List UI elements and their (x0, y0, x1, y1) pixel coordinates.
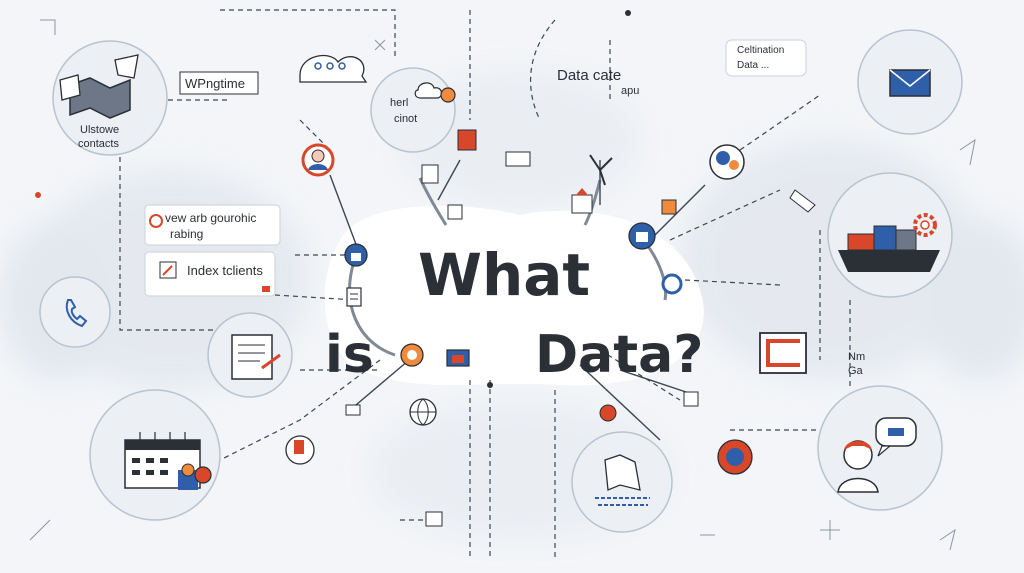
envelope-icon (889, 69, 931, 97)
envelope-bubble (857, 29, 963, 135)
document-icon (345, 129, 699, 527)
pencil-icon (789, 189, 816, 213)
view-card-label-1: vew arb gourohic (165, 211, 256, 225)
gear-icon (913, 213, 937, 237)
data-cate-label-1: Data cate (557, 67, 621, 84)
calendar-bubble (89, 389, 221, 521)
view-card-label-2: rabing (170, 227, 203, 241)
chat-icon (875, 417, 917, 457)
nm-label-1: Nm (848, 351, 865, 363)
user-avatar-icon (285, 435, 315, 465)
index-card: Index tclients (144, 251, 276, 297)
user-avatar-icon (301, 143, 335, 177)
idea-icon (440, 87, 456, 103)
sign-icon (400, 343, 424, 367)
document-icon (346, 287, 362, 307)
title-is: is (325, 325, 374, 385)
contacts-bubble: Ulstowe contacts (52, 40, 168, 156)
connector-lines (119, 9, 851, 560)
spoke-lines (329, 159, 706, 441)
globe-icon (599, 404, 753, 475)
herl-label-1: herl (390, 97, 408, 109)
writing-time-tag: WPngtime (179, 71, 259, 95)
nm-label-2: Ga (848, 365, 864, 377)
user-avatar-icon (178, 463, 212, 490)
celtination-sign: Celtination Data ... (725, 39, 807, 77)
map-bubble (571, 431, 673, 533)
data-cate-label-2: apu (621, 85, 639, 97)
laptop-icon (446, 349, 470, 367)
decorative-marks (29, 10, 976, 551)
cloud-badge (299, 54, 368, 83)
document-bubble (207, 312, 293, 398)
map-icon (59, 54, 139, 119)
lock-icon (344, 243, 368, 267)
user-avatar-icon (709, 144, 745, 180)
user-avatar-icon (837, 440, 879, 493)
gear-icon (661, 273, 683, 295)
contacts-label-1: Ulstowe (80, 124, 119, 136)
index-card-label: Index tclients (187, 263, 263, 278)
celtination-label-1: Celtination (737, 45, 784, 56)
globe-icon (409, 398, 437, 426)
chat-icon (759, 332, 807, 374)
document-icon (231, 334, 281, 380)
person-bubble (817, 385, 943, 511)
ship-bubble (827, 172, 953, 298)
phone-bubble (39, 276, 111, 348)
lock-icon (628, 222, 656, 250)
title-what: What (418, 241, 590, 309)
central-blob (324, 205, 704, 386)
title-data: Data? (535, 325, 703, 385)
pencil-icon (261, 353, 281, 370)
phone-icon (65, 299, 88, 328)
ring-node-icons (285, 129, 816, 527)
view-card: vew arb gourohic rabing (144, 204, 281, 246)
celtination-label-2: Data ... (737, 60, 769, 71)
herl-label-2: cinot (394, 113, 417, 125)
writing-time-label: WPngtime (185, 76, 245, 91)
map-icon (595, 454, 650, 506)
ship-icon (838, 225, 940, 272)
contacts-label-2: contacts (78, 138, 119, 150)
herl-bubble: herl cinot (370, 67, 456, 153)
windmill-icon (571, 154, 613, 214)
